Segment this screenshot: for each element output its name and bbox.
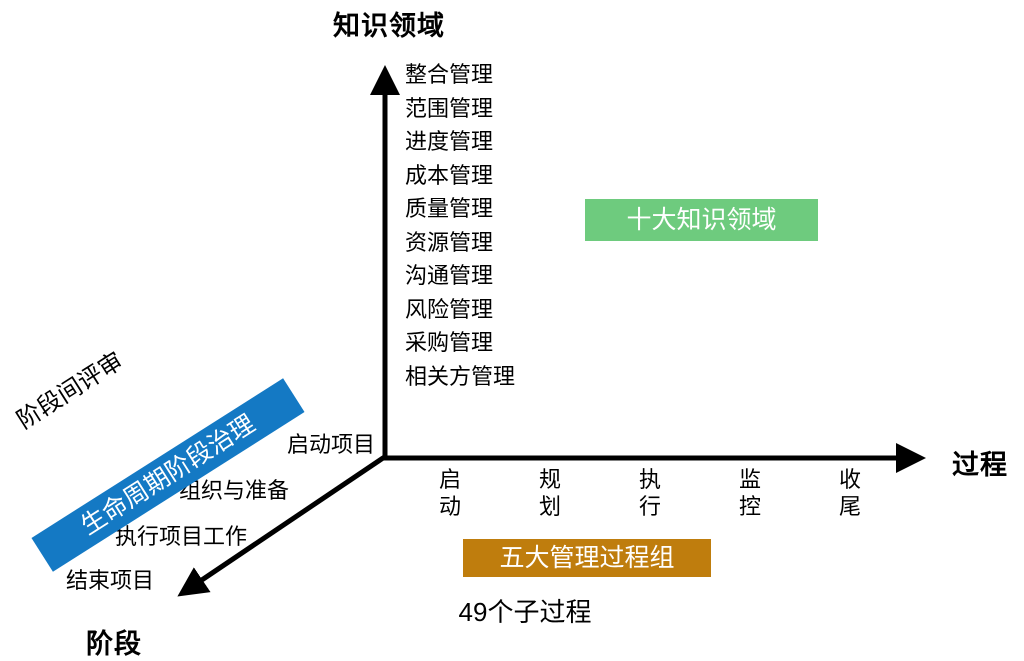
phase-axis-title: 阶段: [86, 629, 142, 659]
process-group-char: 动: [438, 494, 461, 519]
knowledge-axis-title: 知识领域: [333, 11, 445, 41]
process-group-char: 执: [638, 467, 661, 492]
process-group-item: 监 控: [730, 466, 770, 520]
knowledge-areas-badge: 十大知识领域: [585, 199, 818, 241]
phase-label-item: 执行项目工作: [115, 524, 248, 549]
knowledge-area-list: 整合管理 范围管理 进度管理 成本管理 质量管理 资源管理 沟通管理 风险管理 …: [405, 58, 515, 393]
knowledge-area-item: 整合管理: [405, 62, 494, 87]
process-group-char: 监: [738, 467, 761, 492]
knowledge-area-item: 成本管理: [405, 162, 494, 188]
process-group-char: 启: [438, 467, 461, 492]
process-group-item: 收 尾: [830, 466, 870, 520]
knowledge-area-item: 沟通管理: [405, 263, 494, 288]
process-group-char: 收: [838, 467, 861, 492]
knowledge-area-item: 范围管理: [405, 95, 494, 121]
phase-label-item: 启动项目: [287, 432, 376, 457]
knowledge-area-item: 进度管理: [405, 129, 494, 154]
knowledge-area-item: 风险管理: [405, 296, 494, 322]
phase-label-item: 组织与准备: [179, 478, 290, 503]
process-group-char: 划: [538, 494, 561, 519]
process-group-item: 规 划: [530, 466, 570, 520]
process-group-char: 控: [738, 494, 761, 519]
process-group-char: 规: [538, 467, 561, 492]
knowledge-area-item: 相关方管理: [405, 363, 516, 389]
process-group-list: 启 动 规 划 执 行 监 控 收 尾: [385, 466, 930, 536]
process-group-char: 行: [638, 494, 661, 519]
phase-label-item: 结束项目: [66, 568, 155, 593]
process-group-item: 执 行: [630, 466, 670, 520]
gate-review-label: 阶段间评审: [12, 347, 129, 435]
knowledge-area-item: 采购管理: [405, 330, 494, 355]
knowledge-area-item: 质量管理: [405, 196, 494, 221]
knowledge-area-item: 资源管理: [405, 229, 494, 255]
process-group-item: 启 动: [430, 466, 470, 520]
process-group-char: 尾: [838, 494, 861, 519]
process-axis-title: 过程: [952, 450, 1008, 480]
subprocess-count-note: 49个子过程: [458, 597, 592, 627]
process-groups-badge: 五大管理过程组: [463, 539, 711, 577]
